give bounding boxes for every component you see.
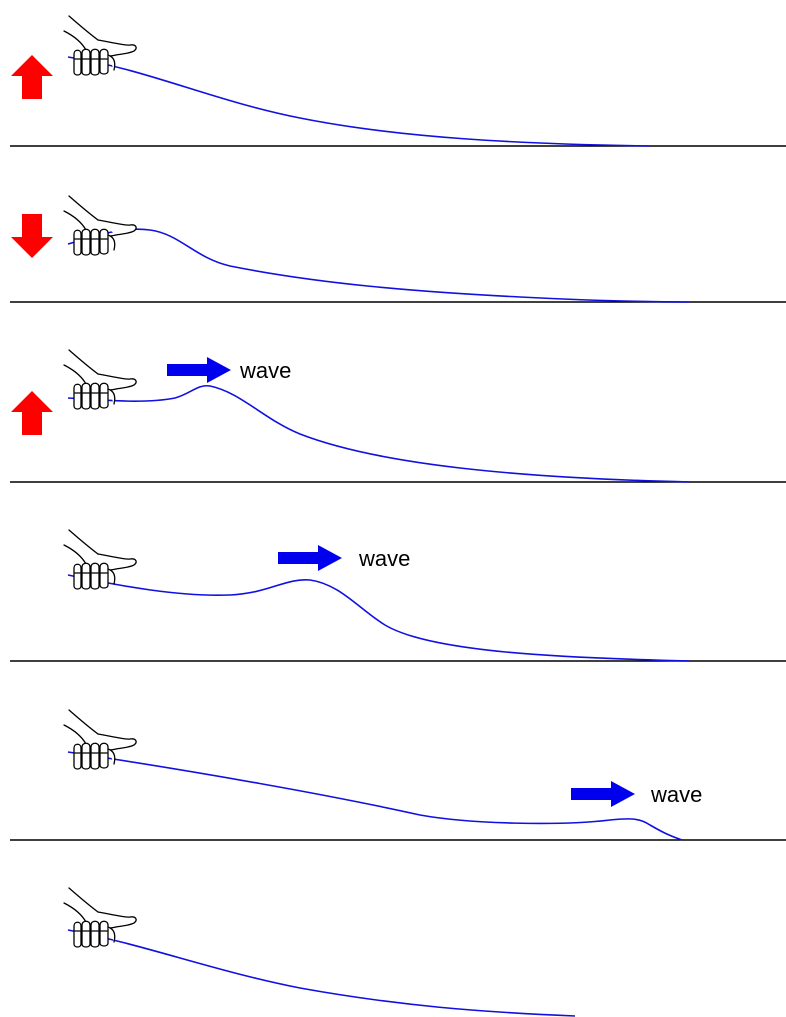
- rope: [67, 929, 576, 1017]
- panel-3: wave: [10, 349, 786, 483]
- panel-1: [10, 15, 786, 147]
- hand-holding-rope-icon: [63, 15, 137, 76]
- blue-right-arrow-icon: [278, 545, 342, 571]
- panel-4: wave: [10, 529, 786, 662]
- red-down-arrow-icon: [11, 214, 53, 258]
- hand-holding-rope-icon: [63, 195, 137, 256]
- red-up-arrow-icon: [11, 391, 53, 435]
- rope: [67, 384, 691, 483]
- rope: [67, 751, 683, 841]
- blue-right-arrow-icon: [167, 357, 231, 383]
- hand-holding-rope-icon: [63, 349, 137, 410]
- panel-2: [10, 195, 786, 303]
- panel-5: wave: [10, 709, 786, 841]
- wave-label: wave: [239, 358, 291, 383]
- panel-6: [63, 887, 576, 1017]
- hand-holding-rope-icon: [63, 887, 137, 948]
- wave-label: wave: [358, 546, 410, 571]
- rope: [67, 228, 691, 303]
- rope: [67, 56, 651, 147]
- rope: [67, 574, 691, 662]
- blue-right-arrow-icon: [571, 781, 635, 807]
- hand-holding-rope-icon: [63, 529, 137, 590]
- wave-label: wave: [650, 782, 702, 807]
- red-up-arrow-icon: [11, 55, 53, 99]
